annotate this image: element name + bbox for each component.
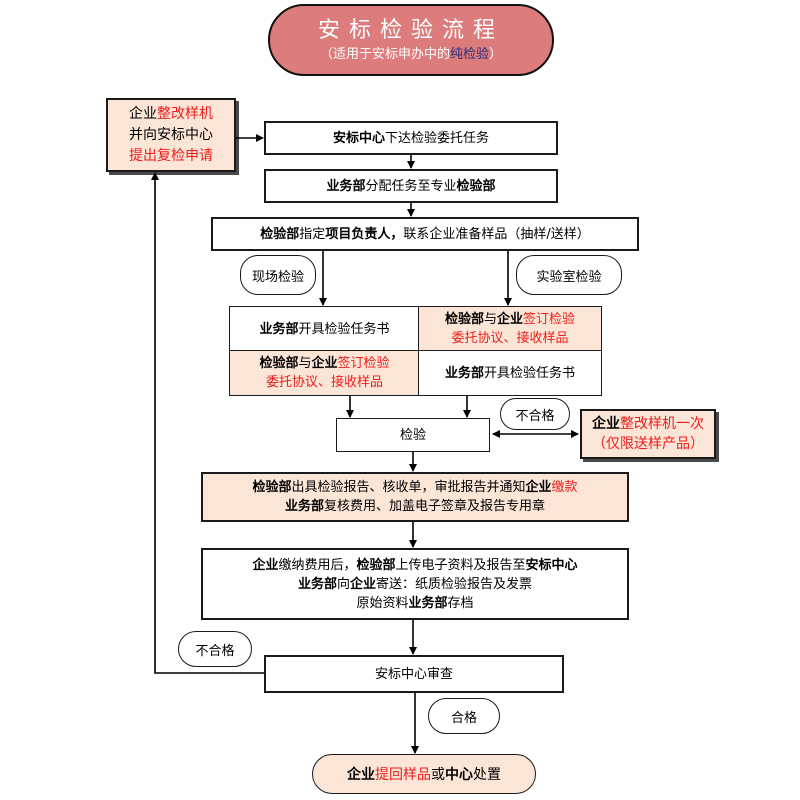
grid-bl-bold2: 企业 (311, 356, 338, 371)
title-main: 安标检验流程 (317, 18, 504, 43)
title-subtitle: （适用于安标申办中的纯检验） (320, 46, 502, 64)
subtitle-suffix: ） (489, 47, 503, 62)
grid-bl-line2: 委托协议、接收样品 (265, 375, 383, 390)
step1-text: 下达检验委托任务 (385, 130, 490, 146)
fail-label-inspection: 不合格 (500, 398, 570, 430)
grid-bl-line1: 检验部与企业签订检验 (259, 354, 389, 373)
payment-l3-text: 原始资料 (356, 595, 409, 611)
grid-bl-bold1: 检验部 (259, 356, 299, 371)
grid-br-text: 业务部开具检验任务书 (445, 364, 575, 383)
payment-l2-text1: 向 (336, 576, 350, 592)
rectify-once-bold: 企业 (592, 416, 620, 432)
step-issue-task: 安标中心下达检验委托任务 (264, 121, 558, 155)
grid-lab-task-letter: 业务部开具检验任务书 (418, 350, 602, 396)
step2-bold1: 业务部 (326, 178, 366, 194)
rectify-once-line2: （仅限送样产品） (592, 436, 704, 452)
grid-bl-text1: 与 (298, 356, 312, 371)
end-bold1: 企业 (347, 767, 375, 783)
step3-text1: 指定 (299, 226, 326, 242)
step-designate-leader-text: 检验部指定项目负责人，联系企业准备样品（抽样/送样） (260, 225, 589, 244)
grid-tl-text: 业务部开具检验任务书 (259, 320, 389, 339)
payment-l2-text2: 寄送：纸质检验报告及发票 (376, 576, 533, 592)
grid-tr-bold2: 企业 (497, 312, 524, 327)
step-assign-task-text: 业务部分配任务至专业检验部 (326, 177, 495, 196)
end-text2: 处置 (473, 767, 501, 783)
payment-l2-bold1: 业务部 (297, 576, 337, 592)
rectify-line2: 并向安标中心 (129, 126, 213, 143)
payment-l1-bold1: 企业 (252, 557, 279, 573)
step-issue-report: 检验部出具检验报告、核收单，审批报告并通知企业缴款 业务部复核费用、加盖电子签章… (201, 472, 629, 522)
step2-text: 分配任务至专业 (365, 178, 457, 194)
end-bold2: 中心 (445, 767, 473, 783)
grid-br-bold: 业务部 (444, 365, 484, 381)
flow-title: 安标检验流程 （适用于安标申办中的纯检验） (268, 4, 554, 76)
grid-onsite-sign-agreement: 检验部与企业签订检验 委托协议、接收样品 (229, 350, 420, 396)
subtitle-prefix: （适用于安标申办中的 (319, 47, 450, 62)
step-assign-task: 业务部分配任务至专业检验部 (264, 169, 558, 203)
report-l1-bold1: 检验部 (252, 480, 292, 495)
grid-tr-bold1: 检验部 (444, 312, 484, 327)
grid-tl-bold: 业务部 (259, 321, 299, 337)
grid-tl-plain: 开具检验任务书 (298, 321, 390, 337)
branch-lab-label: 实验室检验 (516, 255, 622, 295)
grid-tr-red1: 签订检验 (523, 312, 576, 327)
pass-label: 合格 (428, 698, 500, 734)
step-inspection: 检验 (336, 418, 490, 452)
rectify-line1: 企业整改样机 (129, 104, 213, 125)
payment-line3: 原始资料业务部存档 (356, 594, 473, 613)
grid-tr-text1: 与 (483, 312, 497, 327)
report-line1: 检验部出具检验报告、核收单，审批报告并通知企业缴款 (252, 478, 577, 497)
flow-end: 企业提回样品或中心处置 (312, 754, 536, 794)
rectify-reapply-box: 企业整改样机 并向安标中心 提出复检申请 (106, 98, 236, 172)
payment-l1-text2: 上传电子资料及报告至 (395, 557, 526, 573)
step-designate-leader: 检验部指定项目负责人，联系企业准备样品（抽样/送样） (211, 217, 639, 251)
payment-l1-bold3: 安标中心 (525, 557, 578, 573)
grid-tr-line1: 检验部与企业签订检验 (445, 310, 575, 329)
report-l1-bold2: 企业 (525, 480, 552, 495)
rectify-line1-b: 整改样机 (157, 105, 213, 122)
payment-l1-bold2: 检验部 (356, 557, 396, 573)
report-l1-red: 缴款 (551, 480, 578, 495)
inspection-text: 检验 (399, 427, 426, 443)
arrow-review-fail-loop (151, 172, 264, 674)
end-text1: 或 (431, 767, 445, 783)
grid-br-plain: 开具检验任务书 (484, 365, 576, 381)
fail-label-review: 不合格 (178, 631, 252, 667)
payment-l1-text1: 缴纳费用后， (278, 557, 357, 573)
step2-bold2: 检验部 (456, 178, 496, 194)
rectify-once-red: 整改样机一次 (620, 416, 704, 432)
payment-line2: 业务部向企业寄送：纸质检验报告及发票 (298, 575, 532, 594)
grid-lab-sign-agreement: 检验部与企业签订检验 委托协议、接收样品 (418, 306, 602, 352)
grid-bl-red1: 签订检验 (337, 356, 390, 371)
step-issue-task-text: 安标中心下达检验委托任务 (333, 129, 489, 148)
step-payment-archive: 企业缴纳费用后，检验部上传电子资料及报告至安标中心 业务部向企业寄送：纸质检验报… (201, 548, 629, 620)
step3-bold1: 检验部 (260, 226, 300, 242)
subtitle-highlight: 纯检验 (449, 47, 489, 62)
grid-onsite-task-letter: 业务部开具检验任务书 (229, 306, 420, 352)
end-text: 企业提回样品或中心处置 (347, 764, 501, 784)
payment-line1: 企业缴纳费用后，检验部上传电子资料及报告至安标中心 (252, 556, 577, 575)
report-l2-text: 复核费用、加盖电子签章及报告专用章 (324, 499, 546, 514)
step-center-review: 安标中心审查 (264, 655, 564, 693)
grid-tr-line2: 委托协议、接收样品 (451, 331, 569, 346)
payment-l2-bold2: 企业 (350, 576, 377, 592)
payment-l3-bold: 业务部 (408, 595, 448, 611)
report-line2: 业务部复核费用、加盖电子签章及报告专用章 (285, 497, 545, 516)
rectify-once-line1: 企业整改样机一次 (592, 414, 704, 434)
end-red: 提回样品 (375, 767, 431, 783)
step3-text2: 联系企业准备样品（抽样/送样） (403, 226, 590, 242)
step1-bold: 安标中心 (332, 130, 385, 146)
payment-l3-text2: 存档 (447, 595, 474, 611)
review-text: 安标中心审查 (374, 666, 453, 682)
step3-bold2: 项目负责人， (325, 226, 404, 242)
rectify-line3: 提出复检申请 (129, 147, 213, 164)
branch-onsite-label: 现场检验 (240, 255, 316, 295)
rectify-once-box: 企业整改样机一次 （仅限送样产品） (580, 409, 716, 459)
rectify-line1-a: 企业 (129, 105, 157, 122)
report-l1-text: 出具检验报告、核收单，审批报告并通知 (291, 480, 526, 495)
report-l2-bold: 业务部 (284, 499, 324, 514)
